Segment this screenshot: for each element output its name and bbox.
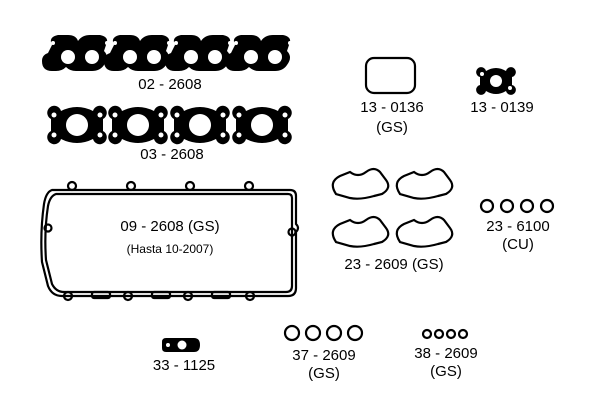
intake-gasket bbox=[225, 35, 292, 71]
exhaust-gasket bbox=[170, 105, 230, 145]
intake-gasket-row bbox=[42, 35, 292, 71]
plenum-gasket bbox=[395, 167, 454, 200]
label-03-2608: 03 - 2608 bbox=[140, 146, 204, 163]
label-23-2609: 23 - 2609 (GS) bbox=[344, 256, 444, 273]
intake-gasket bbox=[104, 35, 171, 71]
label-37-2609: 37 - 2609 bbox=[292, 347, 356, 364]
intake-gasket bbox=[42, 35, 109, 71]
plenum-gasket bbox=[331, 215, 390, 248]
label-02-2608: 02 - 2608 bbox=[138, 76, 202, 93]
plenum-gasket-group bbox=[331, 167, 454, 248]
tab-gasket bbox=[162, 338, 200, 352]
square-gasket bbox=[364, 56, 417, 95]
valve-cover-gasket bbox=[40, 180, 300, 302]
label-38-2609-note: (GS) bbox=[430, 363, 462, 380]
exhaust-gasket bbox=[47, 105, 107, 145]
intake-gasket bbox=[165, 35, 232, 71]
label-09-2608: 09 - 2608 (GS) bbox=[120, 218, 220, 235]
plenum-gasket bbox=[331, 167, 390, 200]
label-38-2609: 38 - 2609 bbox=[414, 345, 478, 362]
label-23-6100: 23 - 6100 bbox=[486, 218, 550, 235]
label-23-6100-note: (CU) bbox=[502, 236, 534, 253]
label-13-0136-note: (GS) bbox=[376, 119, 408, 136]
o-ring-set-37-2609 bbox=[283, 324, 364, 342]
plenum-gasket bbox=[395, 215, 454, 248]
small-flange-gasket bbox=[476, 67, 516, 95]
exhaust-gasket bbox=[232, 105, 292, 145]
exhaust-gasket-row bbox=[47, 105, 292, 145]
o-ring-set-38-2609 bbox=[421, 328, 469, 340]
label-13-0136: 13 - 0136 bbox=[360, 99, 424, 116]
o-ring-set-23-6100 bbox=[479, 198, 555, 214]
label-37-2609-note: (GS) bbox=[308, 365, 340, 382]
label-33-1125: 33 - 1125 bbox=[152, 357, 216, 374]
label-13-0139: 13 - 0139 bbox=[470, 99, 534, 116]
label-09-2608-note: (Hasta 10-2007) bbox=[126, 242, 214, 256]
exhaust-gasket bbox=[108, 105, 168, 145]
